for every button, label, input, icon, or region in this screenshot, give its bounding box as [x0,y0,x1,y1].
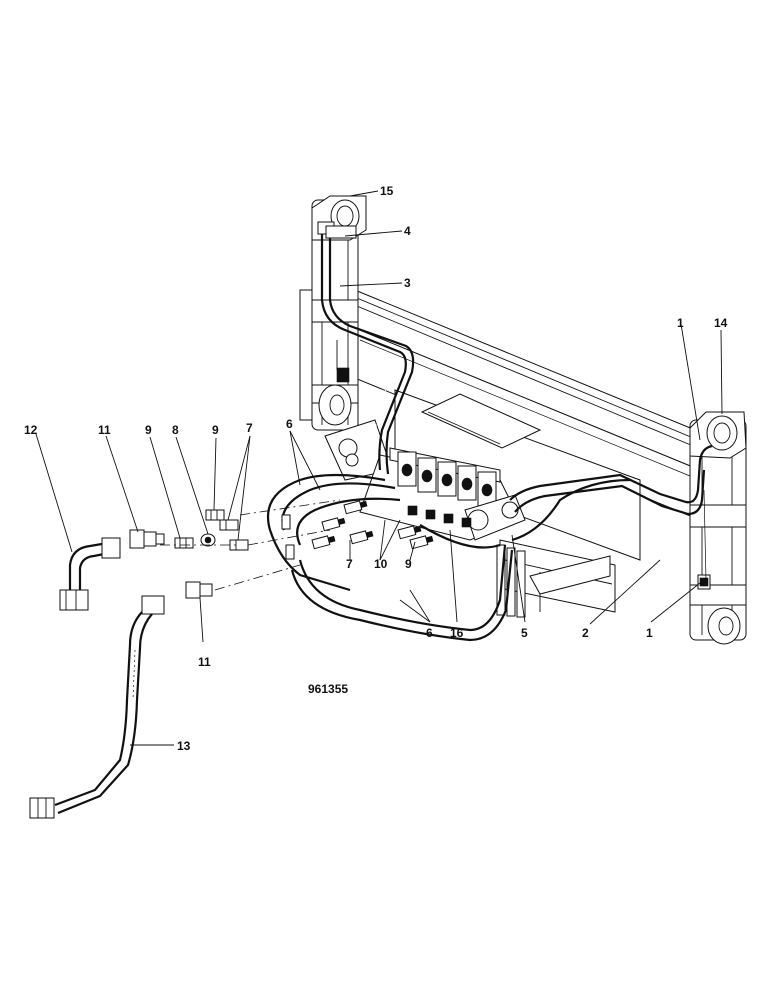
callout-16: 16 [450,626,464,640]
callout-14: 14 [714,316,728,330]
left-cylinder [299,195,393,481]
adapter-11-lower [185,581,213,599]
fitting-7-a [219,519,239,531]
callout-8: 8 [172,423,179,437]
valve-fittings [281,500,434,560]
frame-assembly [349,287,701,618]
callout-11-upper: 11 [98,423,111,437]
fitting-9-upper [205,509,225,521]
valve-block [359,447,526,541]
callout-9-b: 9 [212,423,219,437]
hose-13 [29,595,165,819]
exploded-fittings [129,499,341,599]
callout-13: 13 [177,739,191,753]
callout-11-lower: 11 [198,655,211,669]
fitting-9-left [174,537,194,549]
callout-7-lower: 7 [346,557,353,571]
hoses-loop-left [266,473,514,642]
hose-12 [59,537,121,611]
plug-8 [200,533,216,547]
callout-labels: 15 4 3 1 14 12 11 9 8 9 7 6 7 10 9 6 16 … [24,184,728,753]
callout-15: 15 [380,184,394,198]
adapter-11-upper [129,529,165,549]
callout-6-upper: 6 [286,417,293,431]
callout-1-bottom: 1 [646,626,653,640]
callout-1-top: 1 [677,316,684,330]
callout-7-upper: 7 [246,421,253,435]
callout-4: 4 [404,224,411,238]
leader-lines [35,190,723,746]
fitting-7-b [229,539,249,551]
callout-2: 2 [582,626,589,640]
callout-6-lower: 6 [426,626,433,640]
hose-left-cylinder [317,221,415,475]
callout-3: 3 [404,276,411,290]
callout-5: 5 [521,626,528,640]
callout-12: 12 [24,423,38,437]
hose-right-cylinder [509,444,713,581]
callout-9-a: 9 [145,423,152,437]
callout-9-c: 9 [405,557,412,571]
callout-10: 10 [374,557,388,571]
figure-number: 961355 [308,682,348,696]
right-cylinder [689,411,747,645]
